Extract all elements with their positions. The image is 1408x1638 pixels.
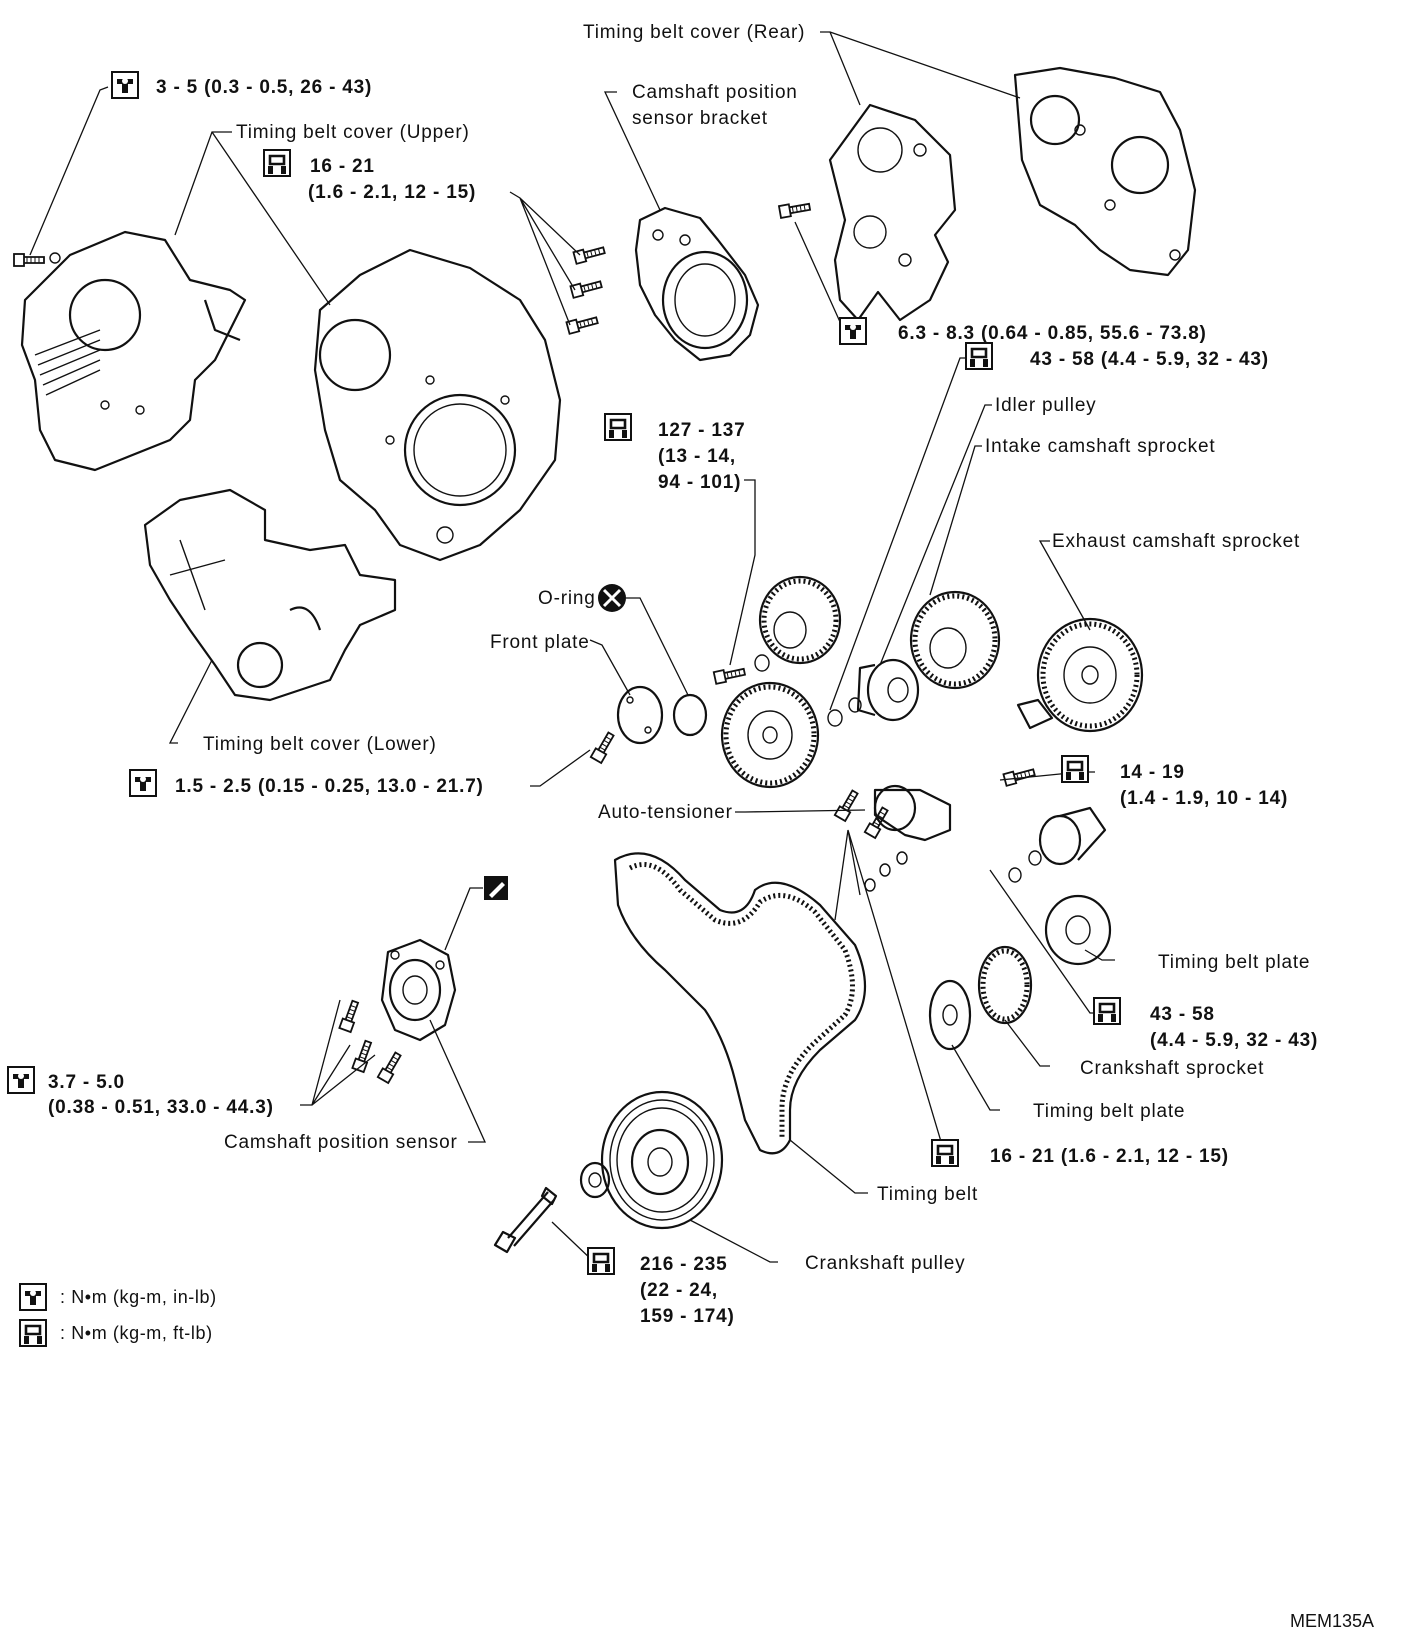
label-cam-position-sensor: Camshaft position sensor [224, 1132, 458, 1153]
legend-in-lb: : N•m (kg-m, in-lb) [60, 1287, 217, 1307]
torque-wrench-ft-lb-icon [586, 1246, 616, 1276]
label-timing-belt: Timing belt [877, 1184, 978, 1205]
label-timing-belt-cover-upper: Timing belt cover (Upper) [236, 122, 470, 143]
label-crankshaft-sprocket: Crankshaft sprocket [1080, 1058, 1264, 1079]
torque-wrench-ft-lb-icon [262, 148, 292, 178]
label-timing-belt-cover-lower: Timing belt cover (Lower) [203, 734, 437, 755]
upper-cover-right-drawing [313, 248, 562, 562]
torque-wrench-ft-lb-icon [603, 412, 633, 442]
torque-wrench-ft-lb-icon [1092, 996, 1122, 1026]
cam-sprocket-left-drawing [712, 575, 842, 789]
torque-wrench-ft-lb-icon [1060, 754, 1090, 784]
torque-wrench-in-lb-icon [19, 1283, 47, 1311]
torque-wrench-in-lb-icon [129, 769, 157, 797]
timing-belt-drawing [613, 852, 867, 1155]
torque-sprocket-bolt-2: (13 - 14, [658, 446, 736, 467]
torque-wrench-in-lb-icon [111, 71, 139, 99]
torque-crank-bolt-1: 216 - 235 [640, 1254, 728, 1275]
replace-part-icon [598, 584, 626, 612]
cam-sensor-drawing [338, 938, 457, 1084]
idler-pulley-drawing [827, 658, 920, 727]
torque-idler-nut: 43 - 58 (4.4 - 5.9, 32 - 43) [1030, 349, 1269, 370]
torque-wrench-ft-lb-icon [18, 1318, 48, 1348]
label-o-ring: O-ring [538, 588, 596, 609]
torque-icons [7, 71, 1122, 1348]
upper-cover-left-drawing [13, 230, 247, 472]
figure-code: MEM135A [1290, 1611, 1374, 1631]
label-timing-belt-plate-1: Timing belt plate [1158, 952, 1310, 973]
auto-tensioner-drawing [833, 784, 952, 892]
torque-sensor-bolts-2: (0.38 - 0.51, 33.0 - 44.3) [48, 1097, 274, 1118]
sealant-icon [484, 876, 508, 900]
front-plate-drawing [589, 685, 708, 764]
label-crankshaft-pulley: Crankshaft pulley [805, 1253, 965, 1274]
label-front-plate: Front plate [490, 632, 590, 653]
torque-wrench-in-lb-icon [839, 317, 867, 345]
label-auto-tensioner: Auto-tensioner [598, 802, 733, 823]
label-cam-sensor-bracket-1: Camshaft position [632, 82, 798, 103]
legend-ft-lb: : N•m (kg-m, ft-lb) [60, 1323, 213, 1343]
torque-wrench-ft-lb-icon [930, 1138, 960, 1168]
label-intake-sprocket: Intake camshaft sprocket [985, 436, 1215, 457]
label-idler-pulley: Idler pulley [995, 395, 1096, 416]
torque-upper-cover-bolt: 3 - 5 (0.3 - 0.5, 26 - 43) [156, 77, 372, 98]
torque-rear-cover-bolt: 6.3 - 8.3 (0.64 - 0.85, 55.6 - 73.8) [898, 323, 1207, 344]
torque-lower-idler-nut-1: 43 - 58 [1150, 1004, 1215, 1025]
torque-bracket-bolts-1: 16 - 21 [310, 156, 375, 177]
torque-front-plate-bolt: 1.5 - 2.5 (0.15 - 0.25, 13.0 - 21.7) [175, 776, 484, 797]
torque-idler2-bolt-2: (1.4 - 1.9, 10 - 14) [1120, 788, 1288, 809]
torque-crank-bolt-3: 159 - 174) [640, 1306, 735, 1327]
torque-idler2-bolt-1: 14 - 19 [1120, 762, 1185, 783]
intake-sprocket-drawing [909, 590, 1001, 690]
rear-cover-drawing [778, 66, 1197, 322]
torque-crank-bolt-2: (22 - 24, [640, 1280, 718, 1301]
exhaust-sprocket-drawing [1016, 617, 1144, 733]
torque-sensor-bolts-1: 3.7 - 5.0 [48, 1072, 125, 1093]
label-timing-belt-cover-rear: Timing belt cover (Rear) [583, 22, 805, 43]
lower-plates-drawing [928, 894, 1112, 1051]
label-cam-sensor-bracket-2: sensor bracket [632, 108, 768, 129]
torque-wrench-in-lb-icon [7, 1066, 35, 1094]
torque-tensioner-bolts: 16 - 21 (1.6 - 2.1, 12 - 15) [990, 1146, 1229, 1167]
crankshaft-pulley-drawing [493, 1090, 724, 1254]
label-exhaust-sprocket: Exhaust camshaft sprocket [1052, 531, 1300, 552]
torque-lower-idler-nut-2: (4.4 - 5.9, 32 - 43) [1150, 1030, 1318, 1051]
sensor-bracket-drawing [565, 206, 760, 362]
torque-bracket-bolts-2: (1.6 - 2.1, 12 - 15) [308, 182, 476, 203]
labels: Timing belt cover (Rear) Camshaft positi… [48, 22, 1374, 1631]
lower-cover-drawing [143, 488, 397, 702]
torque-sprocket-bolt-3: 94 - 101) [658, 472, 741, 493]
label-timing-belt-plate-2: Timing belt plate [1033, 1101, 1185, 1122]
lower-idler-drawing [1002, 765, 1107, 883]
torque-wrench-ft-lb-icon [964, 341, 994, 371]
torque-sprocket-bolt-1: 127 - 137 [658, 420, 746, 441]
